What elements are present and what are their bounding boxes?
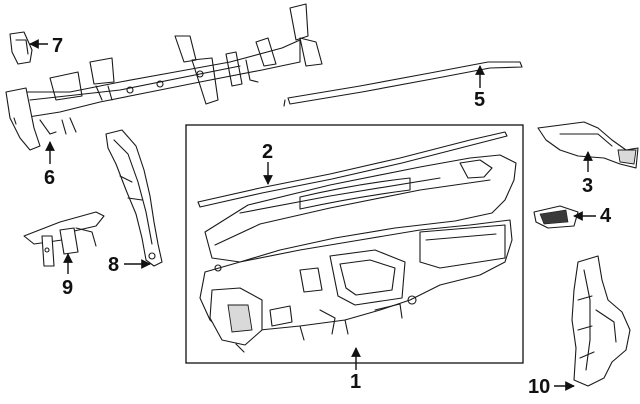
callout-1: 1 (350, 371, 361, 393)
small-bracket (9, 31, 33, 65)
lower-bracket (23, 211, 105, 267)
callout-5: 5 (474, 89, 485, 111)
assembly-frame (185, 124, 524, 364)
instrument-panel-assembly (185, 124, 524, 364)
dash-top-trim (197, 131, 508, 208)
cross-car-beam (5, 3, 323, 151)
leader-lines (29, 39, 596, 391)
vent-bracket (533, 205, 579, 229)
callout-labels: 1 2 3 4 5 6 7 8 9 10 (44, 35, 612, 398)
callout-6: 6 (44, 167, 55, 189)
callout-7: 7 (52, 35, 63, 57)
dash-rail (283, 61, 523, 107)
callout-10: 10 (528, 376, 550, 398)
callout-3: 3 (582, 175, 593, 197)
callout-8: 8 (108, 254, 119, 276)
center-brace (105, 129, 163, 267)
callout-9: 9 (62, 277, 73, 299)
side-panel-upper-right (537, 121, 639, 169)
callout-2: 2 (262, 141, 273, 163)
right-support (571, 255, 631, 387)
callout-4: 4 (600, 205, 612, 227)
